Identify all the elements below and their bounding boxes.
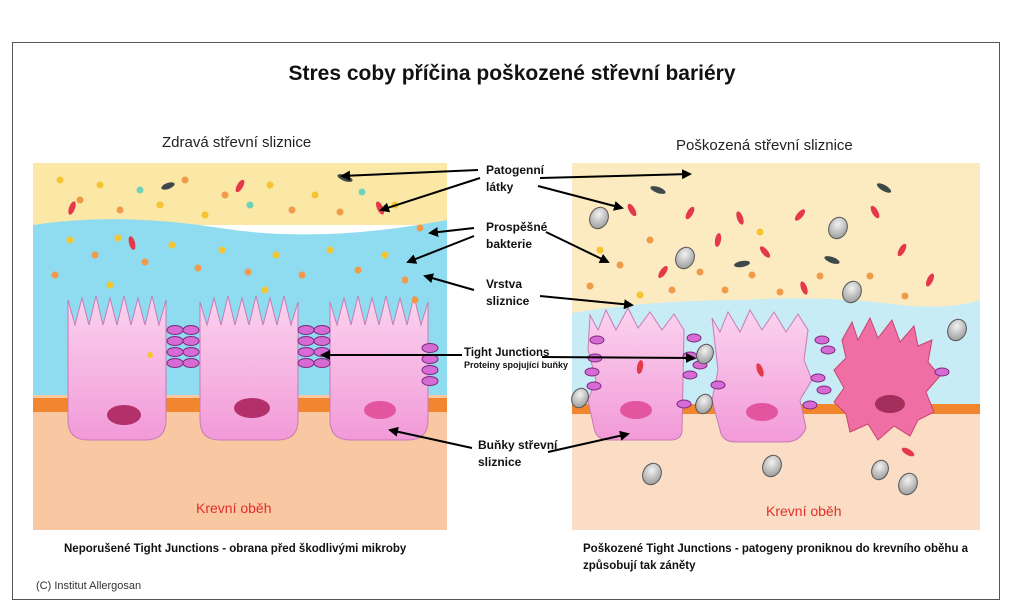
label-cells-line1: Buňky střevní [478,438,558,452]
dying-epithelial-cell [833,316,941,441]
lumen-region [572,163,980,313]
pathogenic-substances [627,183,935,457]
arrow-pathogens-left-top [340,169,479,181]
arrow-cells-right [547,430,630,453]
label-mucus-line1: Vrstva [486,277,523,291]
beneficial-bacteria [586,228,909,300]
label-bacteria-line1: Prospěšné [486,220,548,234]
lumen-region [33,163,447,225]
epithelial-cell [329,295,429,441]
label-pathogens-line2: látky [486,180,514,194]
cell-nucleus [107,405,141,425]
epithelial-cell [199,295,299,441]
cell-nucleus [620,401,652,419]
diagram-title: Stres coby příčina poškozené střevní bar… [288,62,736,85]
label-pathogens: Patogenní látky [486,162,544,196]
damaged-panel-heading: Poškozená střevní sliznice [676,137,853,154]
damaged-mucosa-panel [571,163,980,530]
arrow-pathogens-right-top [539,169,692,180]
cell-nucleus [364,401,396,419]
healthy-mucosa-panel [33,163,447,530]
caption-healthy: Neporušené Tight Junctions - obrana před… [64,543,407,555]
arrow-pathogens-right [537,185,624,211]
label-mucus-line2: sliznice [486,294,530,308]
cell-nucleus [875,395,905,413]
cell-nucleus [234,398,270,418]
cell-nucleus [746,403,778,421]
caption-damaged-line1: Poškozené Tight Junctions - patogeny pro… [583,543,969,555]
beneficial-bacteria [51,176,424,358]
pointer-arrows [320,169,696,453]
caption-damaged-line2: způsobují tak záněty [583,560,696,572]
arrow-bacteria-left-a [428,227,475,238]
copyright-notice: (C) Institut Allergosan [36,580,142,592]
label-cells-line2: sliznice [478,455,522,469]
arrow-tj-right [541,352,696,363]
arrow-bacteria-left-b [406,235,475,264]
label-mucus-layer: Vrstva sliznice [486,276,529,310]
caption-damaged: Poškozené Tight Junctions - patogeny pro… [583,541,993,575]
blood-label-left: Krevní oběh [196,500,272,516]
healthy-panel-heading: Zdravá střevní sliznice [162,134,312,151]
arrow-pathogens-left [379,177,481,213]
label-beneficial-bacteria: Prospěšné bakterie [486,219,547,253]
label-tj-main: Tight Junctions [464,347,550,359]
damaged-epithelial-cell [587,306,685,441]
label-epithelial-cells: Buňky střevní sliznice [478,437,557,471]
label-tight-junctions: Tight Junctions Proteiny spojující buňky [464,346,568,370]
arrow-bacteria-right [545,231,610,264]
label-tj-sub: Proteiny spojující buňky [464,360,569,370]
pathogen-viruses [571,206,967,496]
blood-label-right: Krevní oběh [766,503,842,519]
epithelial-cell [67,295,167,441]
arrow-mucus-right [539,295,634,310]
label-pathogens-line1: Patogenní [486,163,545,177]
label-bacteria-line2: bakterie [486,237,533,251]
tight-junctions-intact [166,325,439,386]
arrow-cells-left [388,426,473,449]
arrow-mucus-left [423,273,475,291]
